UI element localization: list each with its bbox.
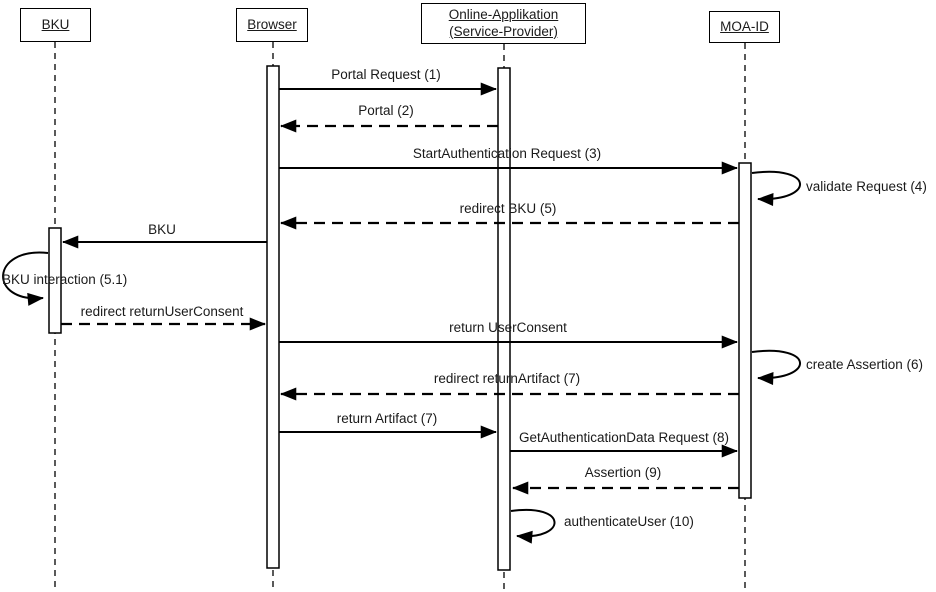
actor-onlineapp-label: Online-Applikation (Service-Provider)	[448, 6, 559, 39]
message-label-getauthenticationdata-request: GetAuthenticationData Request (8)	[518, 430, 730, 445]
message-label-return-userconsent: return UserConsent	[449, 320, 567, 335]
message-label-redirect-returnuserconsent: redirect returnUserConsent	[80, 304, 244, 319]
activation-bar-moaid	[738, 162, 752, 499]
actor-onlineapp: Online-Applikation (Service-Provider)	[421, 3, 586, 44]
message-label-validate-request: validate Request (4)	[806, 179, 927, 194]
actor-bku-label: BKU	[41, 16, 70, 32]
message-label-return-artifact: return Artifact (7)	[336, 411, 438, 426]
actor-bku: BKU	[20, 8, 91, 42]
message-label-bku: BKU	[148, 222, 176, 237]
arrow-validate-request-self	[751, 170, 801, 207]
message-label-portal: Portal (2)	[358, 103, 414, 118]
activation-bar-browser	[266, 65, 280, 569]
activation-bar-onlineapp	[497, 67, 511, 571]
message-label-redirect-bku: redirect BKU (5)	[459, 201, 557, 216]
message-label-redirect-returnartifact: redirect returnArtifact (7)	[433, 371, 581, 386]
message-label-assertion: Assertion (9)	[584, 465, 662, 480]
message-label-create-assertion: create Assertion (6)	[806, 357, 924, 372]
arrow-create-assertion-self	[751, 349, 801, 386]
message-label-portal-request: Portal Request (1)	[331, 67, 441, 82]
message-label-authenticateuser: authenticateUser (10)	[564, 514, 694, 529]
arrow-bku-interaction-self	[2, 251, 49, 306]
actor-browser-label: Browser	[247, 16, 297, 32]
arrow-authenticateuser-self	[510, 508, 556, 544]
actor-moaid-label: MOA-ID	[720, 18, 769, 34]
actor-browser: Browser	[236, 8, 308, 42]
activation-bar-bku	[48, 227, 62, 334]
message-label-bku-interaction: BKU interaction (5.1)	[2, 272, 128, 287]
actor-moaid: MOA-ID	[709, 11, 780, 43]
message-label-startauthentication-request: StartAuthentication Request (3)	[412, 146, 602, 161]
